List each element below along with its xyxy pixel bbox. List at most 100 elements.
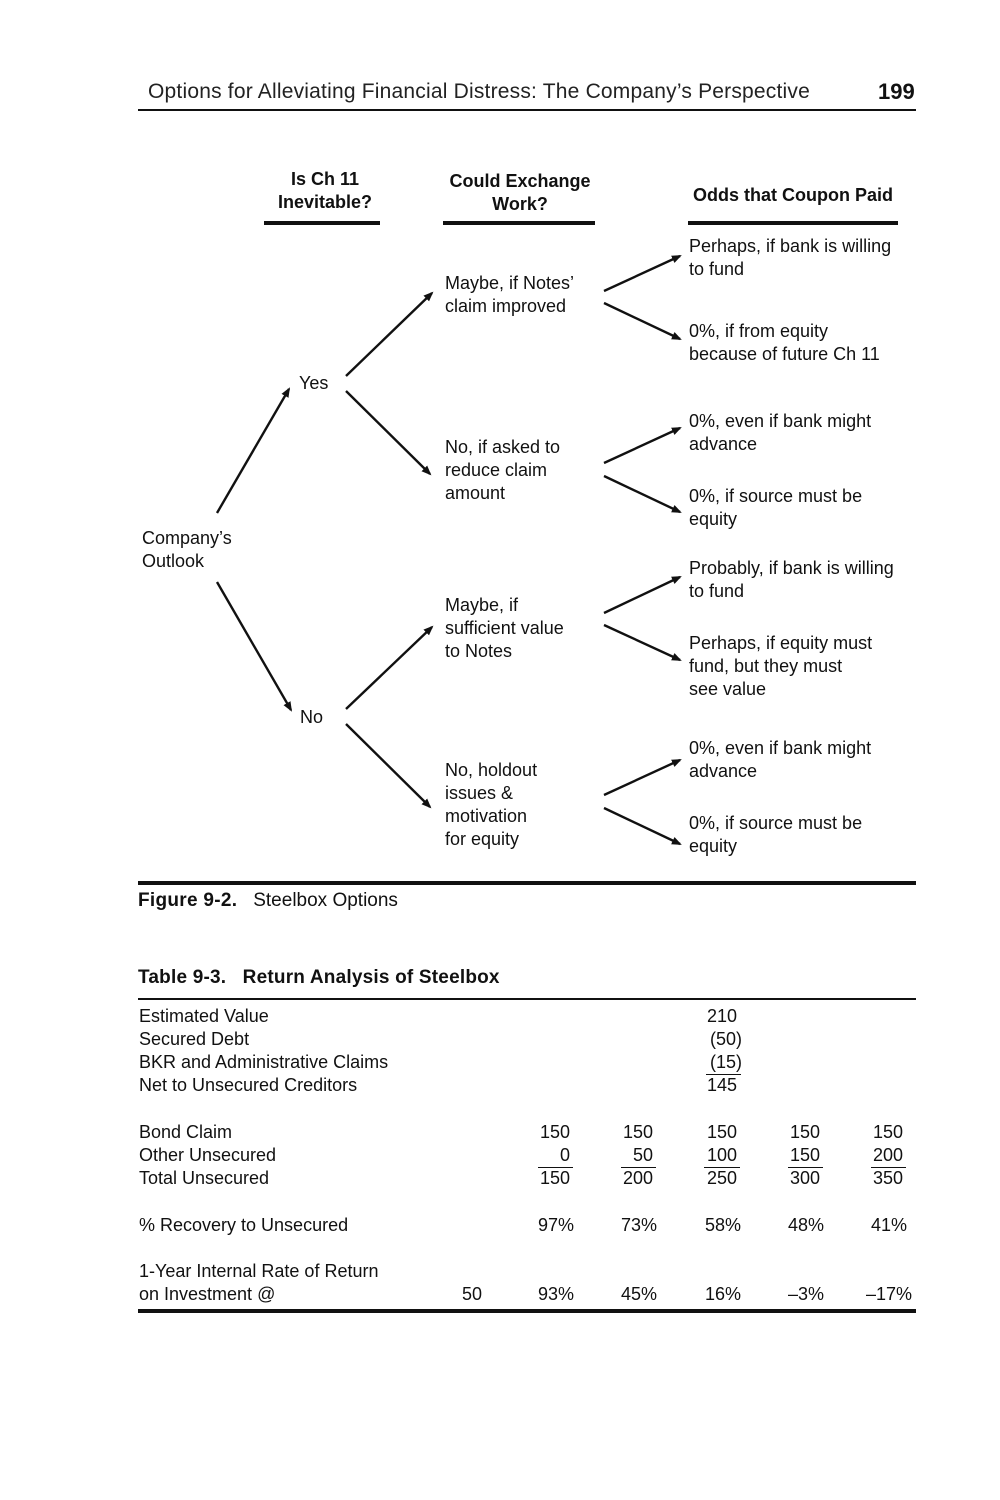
cell-estimated-value: 210 (706, 1006, 737, 1026)
row-label-estimated-value: Estimated Value (139, 1006, 269, 1026)
node-line: 0%, if from equity (689, 321, 829, 341)
arrow-outlook-to-no (215, 581, 293, 712)
outcome-c2: Perhaps, if equity must fund, but they m… (689, 632, 872, 701)
node-line: issues & (445, 783, 514, 803)
cell-total-unsecured: 300 (789, 1168, 820, 1188)
cell-bond-claim: 150 (872, 1122, 903, 1142)
node-no-maybe: Maybe, if sufficient value to Notes (445, 594, 564, 663)
node-line: to fund (689, 259, 745, 279)
subtotal-rule (621, 1167, 656, 1168)
cell-irr: 16% (704, 1284, 741, 1304)
row-label-irr-line1: 1-Year Internal Rate of Return (139, 1261, 379, 1281)
node-line: advance (689, 761, 758, 781)
node-line: No, holdout (445, 760, 538, 780)
arrow-no-to-no (345, 723, 432, 809)
cell-total-unsecured: 200 (622, 1168, 653, 1188)
cell-irr: –3% (787, 1284, 824, 1304)
header-rule (138, 109, 916, 111)
row-label-secured-debt: Secured Debt (139, 1029, 250, 1049)
page-number: 199 (878, 79, 915, 104)
column-header-exchange-line2: Work? (492, 194, 548, 214)
node-yes-maybe: Maybe, if Notes’ claim improved (445, 272, 574, 318)
node-line: Perhaps, if bank is willing (689, 236, 892, 256)
summary-subtotal-rule (706, 1074, 741, 1075)
row-label-recovery: % Recovery to Unsecured (139, 1215, 349, 1235)
row-label-irr-line2: on Investment @ (139, 1284, 276, 1304)
arrow-outlook-to-yes (215, 387, 291, 514)
cell-bond-claim: 150 (622, 1122, 653, 1142)
cell-irr: –17% (865, 1284, 912, 1304)
node-line: No, if asked to (445, 437, 561, 457)
table-bottom-rule (138, 1309, 916, 1313)
node-line: Perhaps, if equity must (689, 633, 873, 653)
cell-recovery: 73% (620, 1215, 657, 1235)
node-line: advance (689, 434, 758, 454)
table-title-label: Table 9-3. (138, 967, 227, 988)
node-line: Maybe, if (445, 595, 519, 615)
subtotal-rule (788, 1167, 823, 1168)
column-header-exchange-rule (443, 221, 595, 225)
cell-bond-claim: 150 (789, 1122, 820, 1142)
outcome-a2: 0%, if from equity because of future Ch … (689, 320, 880, 366)
arrow-a1 (603, 254, 682, 293)
cell-recovery: 48% (787, 1215, 824, 1235)
figure-caption: Figure 9-2. Steelbox Options (138, 890, 398, 912)
outcome-c1: Probably, if bank is willing to fund (689, 557, 894, 603)
node-line: because of future Ch 11 (689, 344, 880, 364)
node-line: 0%, even if bank might (689, 738, 872, 758)
arrow-c2 (603, 623, 682, 662)
node-line: reduce claim (445, 460, 548, 480)
cell-total-unsecured: 250 (706, 1168, 737, 1188)
arrow-c1 (603, 575, 682, 615)
column-header-ch11-rule (264, 221, 380, 225)
arrow-b1 (603, 426, 682, 465)
running-head: Options for Alleviating Financial Distre… (148, 80, 810, 103)
column-header-exchange: Could Exchange Work? (430, 170, 610, 216)
arrow-yes-to-maybe (345, 291, 434, 377)
node-company-outlook: Company’s Outlook (142, 527, 232, 573)
node-line: equity (689, 836, 738, 856)
cell-secured-debt: (50) (709, 1029, 742, 1049)
row-label-other-unsecured: Other Unsecured (139, 1145, 277, 1165)
node-line: Probably, if bank is willing (689, 558, 894, 578)
cell-bond-claim: 150 (706, 1122, 737, 1142)
node-yes-no: No, if asked to reduce claim amount (445, 436, 560, 505)
outcome-d1: 0%, even if bank might advance (689, 737, 871, 783)
cell-total-unsecured: 350 (872, 1168, 903, 1188)
outcome-d2: 0%, if source must be equity (689, 812, 862, 858)
row-label-bkr-admin-claims: BKR and Administrative Claims (139, 1052, 389, 1072)
column-header-odds: Odds that Coupon Paid (693, 185, 893, 205)
column-header-odds-rule (688, 221, 898, 225)
node-line: to Notes (445, 641, 513, 661)
row-label-bond-claim: Bond Claim (139, 1122, 233, 1142)
cell-other-unsecured: 100 (706, 1145, 737, 1165)
figure-caption-text: Steelbox Options (253, 890, 398, 911)
table-title-text: Return Analysis of Steelbox (242, 967, 500, 988)
cell-investment: 50 (461, 1284, 482, 1304)
arrow-no-to-maybe (345, 625, 434, 710)
table-top-rule (138, 998, 916, 1000)
outcome-b2: 0%, if source must be equity (689, 485, 862, 531)
node-line: equity (689, 509, 738, 529)
arrow-a2 (603, 301, 682, 341)
cell-recovery: 41% (870, 1215, 907, 1235)
arrow-yes-to-no (345, 390, 432, 476)
arrow-d2 (603, 806, 682, 846)
node-line: claim improved (445, 296, 567, 316)
node-company-outlook-line1: Company’s (142, 528, 232, 548)
cell-recovery: 97% (537, 1215, 574, 1235)
node-line: fund, but they must (689, 656, 843, 676)
node-no-no: No, holdout issues & motivation for equi… (445, 759, 537, 851)
decision-tree-arrows (215, 254, 682, 846)
cell-other-unsecured: 50 (632, 1145, 653, 1165)
cell-other-unsecured: 200 (872, 1145, 903, 1165)
cell-net-unsecured: 145 (706, 1075, 737, 1095)
table-title: Table 9-3. Return Analysis of Steelbox (138, 967, 500, 989)
node-line: see value (689, 679, 767, 699)
node-line: Maybe, if Notes’ (445, 273, 575, 293)
node-no: No (300, 707, 324, 727)
node-line: 0%, if source must be (689, 486, 863, 506)
node-company-outlook-line2: Outlook (142, 551, 205, 571)
cell-total-unsecured: 150 (539, 1168, 570, 1188)
figure-caption-label: Figure 9-2. (138, 890, 238, 911)
